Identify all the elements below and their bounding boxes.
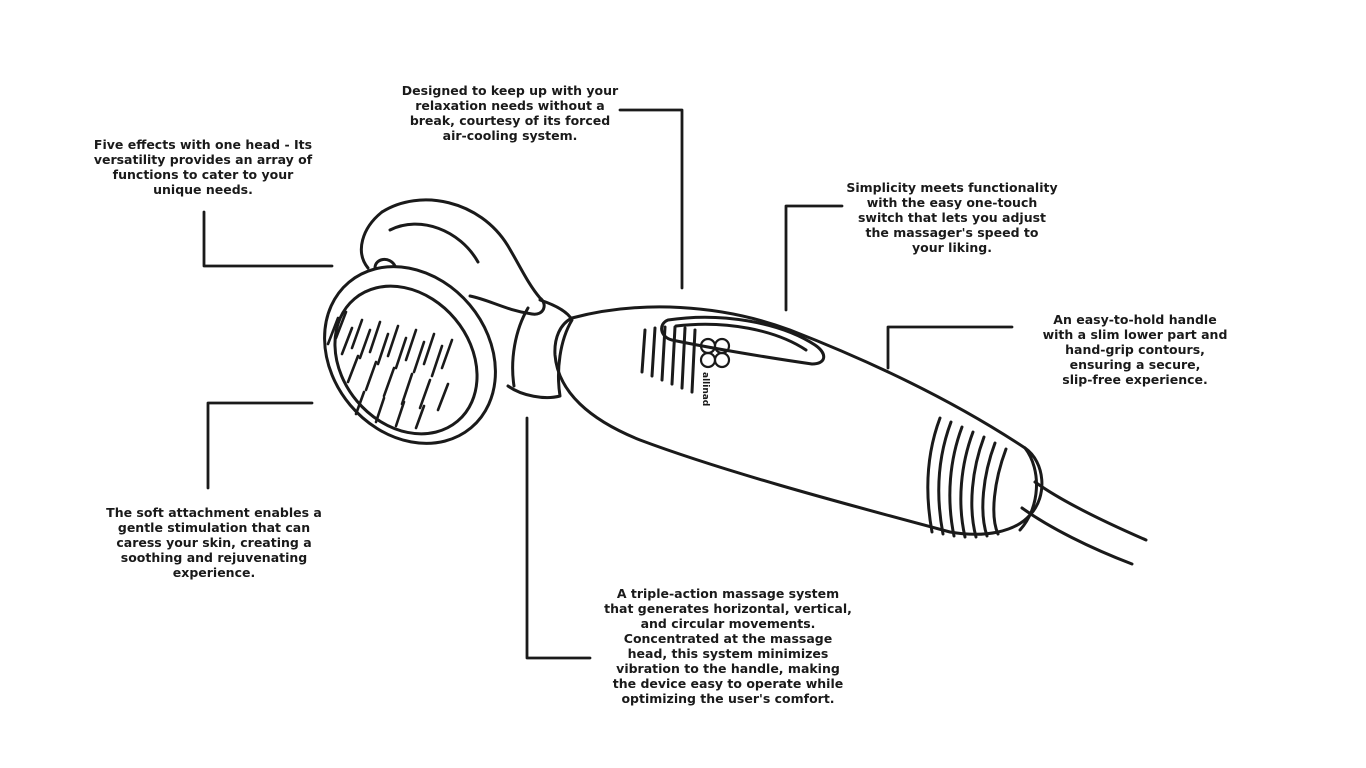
grip-contours — [926, 416, 1008, 539]
callout-triple-action: A triple-action massage system that gene… — [604, 586, 852, 706]
callout-soft-attachment: The soft attachment enables a gentle sti… — [106, 505, 322, 580]
leader-lines — [202, 108, 1014, 660]
callout-one-touch-switch: Simplicity meets functionality with the … — [846, 180, 1058, 255]
leader-cooling — [618, 108, 684, 290]
callout-five-effects: Five effects with one head - Its versati… — [93, 137, 313, 197]
bristle-nodes — [326, 310, 454, 430]
callout-air-cooling: Designed to keep up with your relaxation… — [401, 83, 619, 143]
air-vents — [640, 325, 697, 394]
speed-switch — [660, 315, 826, 366]
leader-head — [202, 210, 334, 268]
leader-switch — [784, 204, 844, 312]
massage-attachment — [323, 265, 497, 445]
leader-triple — [525, 416, 592, 660]
callout-handle: An easy-to-hold handle with a slim lower… — [1042, 312, 1228, 387]
neck — [506, 298, 574, 400]
logo-wordmark: allinad — [700, 372, 710, 406]
brand-logo — [699, 337, 731, 369]
head-housing — [359, 198, 546, 316]
leader-handle — [886, 325, 1014, 370]
handle-body — [553, 305, 1044, 536]
leader-soft — [206, 401, 314, 490]
